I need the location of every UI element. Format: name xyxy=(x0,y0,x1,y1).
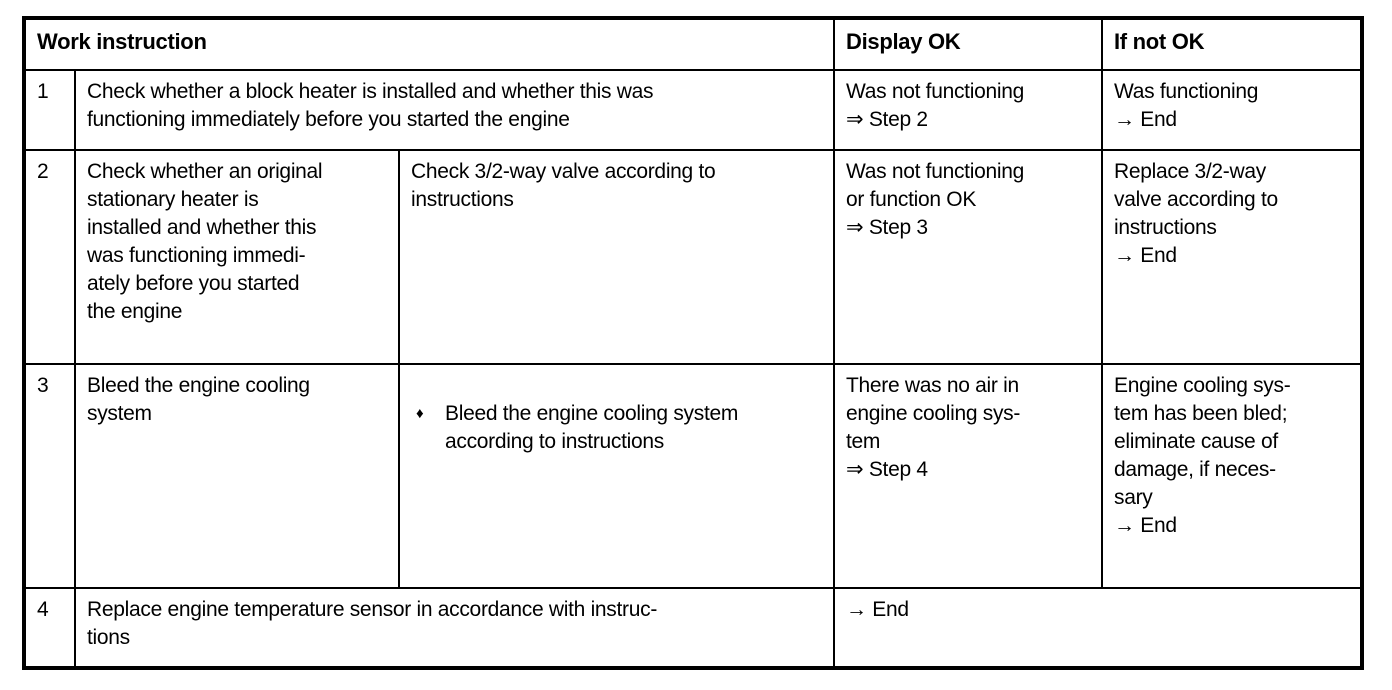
result-cell: → End xyxy=(833,587,1363,669)
work-detail-cell: Check 3/2-way valve according to instruc… xyxy=(398,149,835,365)
step-number-cell: 3 xyxy=(23,363,76,589)
step-number-cell: 2 xyxy=(23,149,76,365)
if-not-ok-cell: Engine cooling sys- tem has been bled; e… xyxy=(1101,363,1363,589)
row-2: 2 Check whether an original stationary h… xyxy=(23,149,1363,365)
display-ok-cell: There was no air in engine cooling sys- … xyxy=(833,363,1103,589)
header-display-ok: Display OK xyxy=(833,17,1103,71)
step-number-cell: 1 xyxy=(23,69,76,151)
display-ok-cell: Was not functioning or function OK ⇒ Ste… xyxy=(833,149,1103,365)
bullet-diamond-icon: ♦ xyxy=(416,405,424,422)
header-if-not-ok: If not OK xyxy=(1101,17,1363,71)
bullet-list-item: ♦ Bleed the engine cooling system accord… xyxy=(411,400,822,456)
row-4: 4 Replace engine temperature sensor in a… xyxy=(23,587,1363,669)
display-ok-cell: Was not functioning ⇒ Step 2 xyxy=(833,69,1103,151)
work-instruction-table: Work instruction Display OK If not OK 1 … xyxy=(22,16,1364,670)
row-3: 3 Bleed the engine cooling system ♦ Blee… xyxy=(23,363,1363,589)
work-instruction-cell: Check whether a block heater is installe… xyxy=(74,69,835,151)
if-not-ok-cell: Was functioning → End xyxy=(1101,69,1363,151)
work-detail-cell: ♦ Bleed the engine cooling system accord… xyxy=(398,363,835,589)
row-1: 1 Check whether a block heater is instal… xyxy=(23,69,1363,151)
work-instruction-cell: Check whether an original stationary hea… xyxy=(74,149,400,365)
bullet-item-text: Bleed the engine cooling system accordin… xyxy=(445,402,739,453)
step-number-cell: 4 xyxy=(23,587,76,669)
if-not-ok-cell: Replace 3/2-way valve according to instr… xyxy=(1101,149,1363,365)
header-row: Work instruction Display OK If not OK xyxy=(23,17,1363,71)
header-work-instruction: Work instruction xyxy=(23,17,835,71)
work-instruction-cell: Replace engine temperature sensor in acc… xyxy=(74,587,835,669)
work-instruction-cell: Bleed the engine cooling system xyxy=(74,363,400,589)
